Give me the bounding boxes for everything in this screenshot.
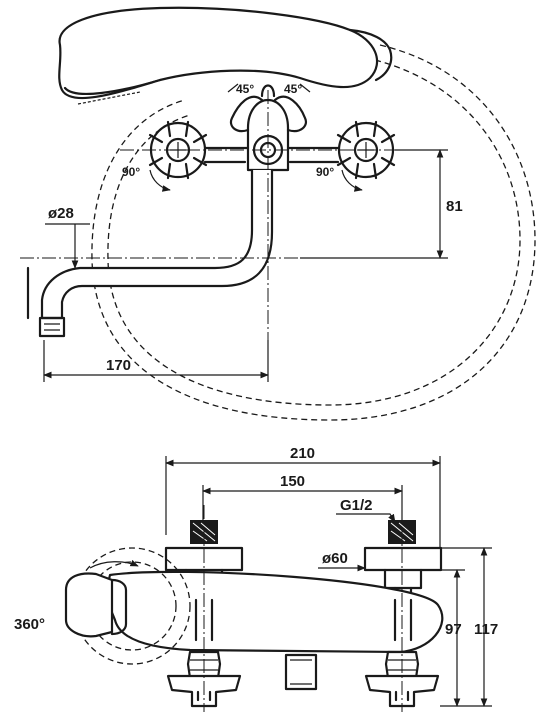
- angle-left-45-label: 45°: [236, 82, 254, 96]
- spout-reach-label: 170: [106, 357, 131, 374]
- dimension-d28: ø28: [45, 205, 90, 268]
- shower-hose: [91, 44, 536, 421]
- height-117-label: 117: [474, 621, 498, 638]
- angle-left-90-label: 90°: [122, 165, 140, 179]
- spout: [26, 168, 274, 338]
- inlet-spacing-label: 150: [280, 473, 305, 490]
- angle-right-45-label: 45°: [284, 82, 302, 96]
- mixer-body: [106, 570, 444, 654]
- height-81-label: 81: [446, 198, 463, 215]
- overall-width-label: 210: [290, 445, 315, 462]
- dimension-81: 81: [300, 149, 463, 259]
- dimension-97-117: 97 117: [440, 547, 498, 707]
- thread-size-label: G1/2: [340, 497, 373, 514]
- hose-swivel: 360°: [14, 547, 191, 665]
- spout-diameter-label: ø28: [48, 205, 74, 222]
- hand-shower: [58, 6, 393, 105]
- thread-label-group: G1/2: [336, 497, 396, 523]
- rotation-label: 360°: [14, 616, 45, 633]
- diverter: [227, 83, 311, 172]
- dimension-210: 210: [165, 445, 441, 548]
- dimension-170: 170: [43, 340, 269, 382]
- dimension-d60: ø60: [318, 550, 366, 572]
- height-97-label: 97: [445, 621, 462, 638]
- top-view: 81 ø28 170 45° 45° 90° 90°: [20, 6, 536, 421]
- front-view: 210 150 G1/2 ø60: [14, 445, 498, 712]
- angle-right-90-label: 90°: [316, 165, 334, 179]
- flange-diameter-label: ø60: [322, 550, 348, 567]
- right-flange: [363, 546, 443, 572]
- outlet-nozzle: [284, 653, 318, 691]
